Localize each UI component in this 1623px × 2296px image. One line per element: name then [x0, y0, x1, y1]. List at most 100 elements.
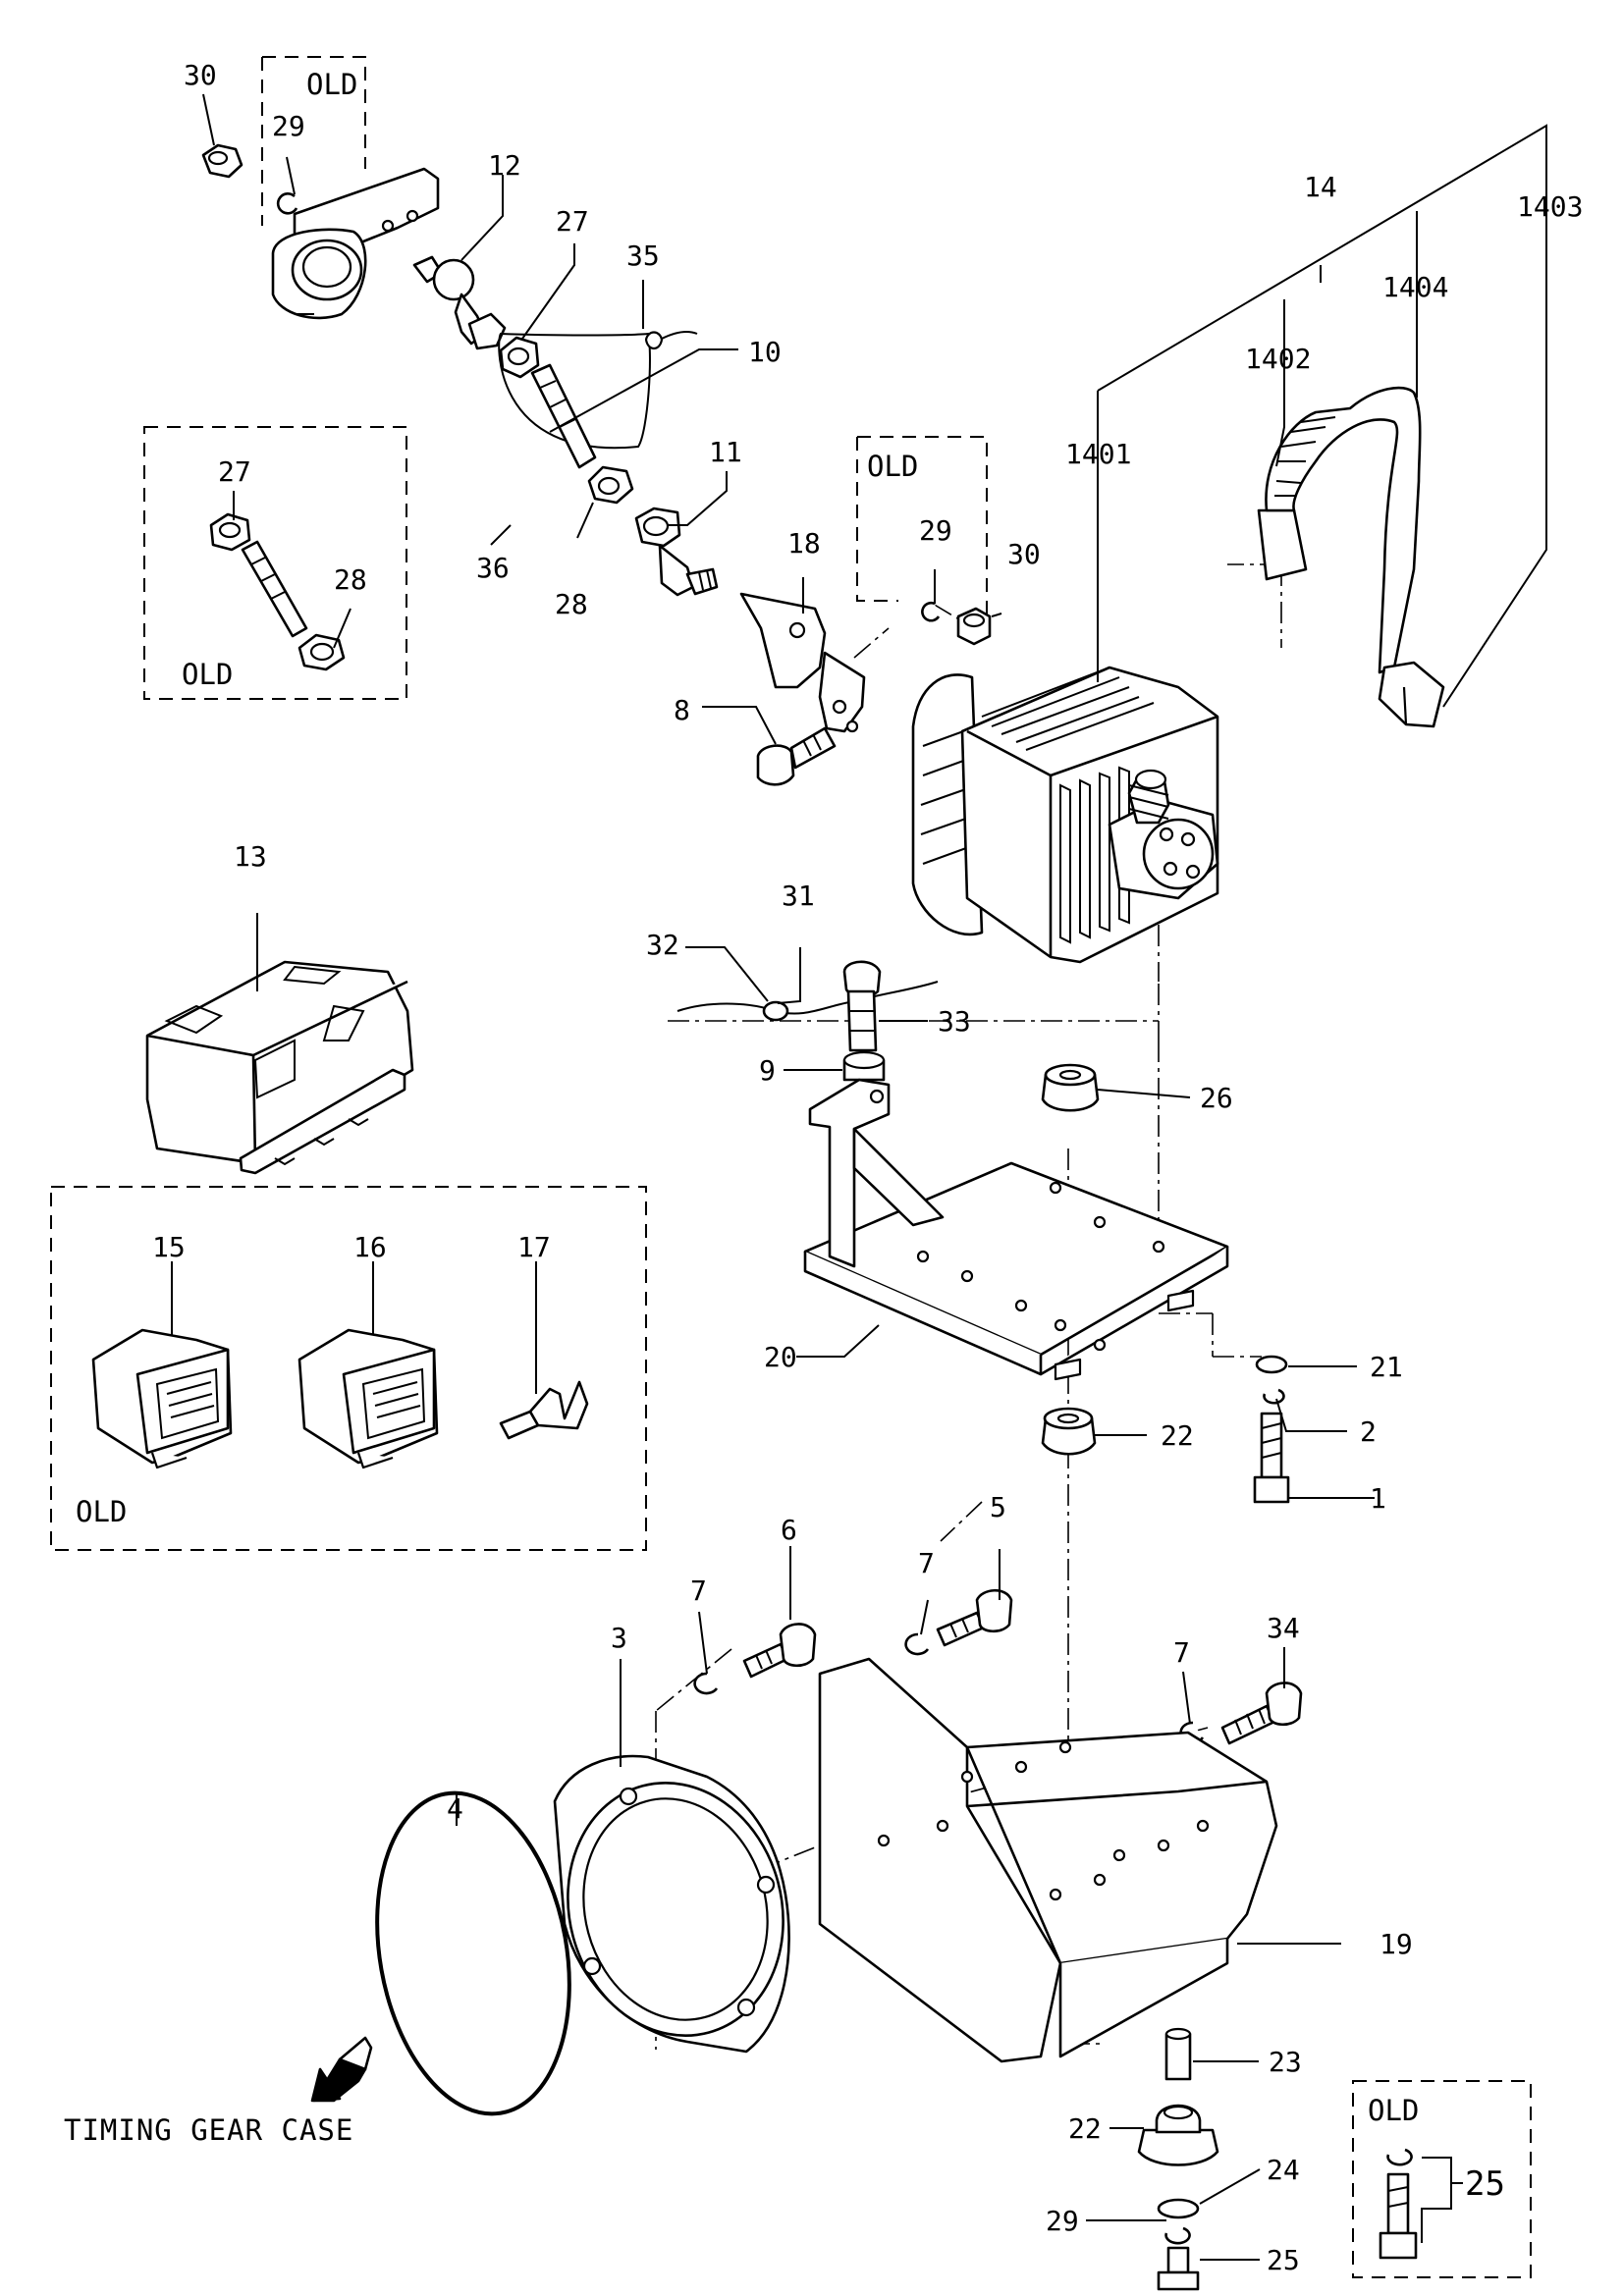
washer-7-left [693, 1672, 719, 1695]
old-box-clip [856, 436, 988, 628]
grommet-22-lower [1137, 2104, 1219, 2166]
wire-tie-35 [644, 330, 698, 350]
timing-gear-case-caption: TIMING GEAR CASE [64, 2113, 353, 2147]
connector-16 [298, 1328, 439, 1469]
label-15: 15 [152, 1231, 186, 1263]
bolt-6 [742, 1623, 817, 1679]
label-7-middle: 7 [918, 1547, 935, 1579]
label-22-upper: 22 [1161, 1419, 1194, 1452]
label-6: 6 [781, 1514, 797, 1546]
clip-29-middle [921, 602, 941, 622]
old-label-bolt: OLD [1368, 2094, 1419, 2127]
old-bolt-25 [1379, 2148, 1418, 2260]
hose-1402-1404 [1257, 386, 1445, 728]
label-20: 20 [764, 1341, 797, 1373]
old-box-connectors [50, 1186, 647, 1551]
motor-unit-14 [911, 666, 1219, 964]
old-box-bolt [1352, 2080, 1532, 2278]
clamp-bracket [271, 167, 440, 320]
label-9: 9 [759, 1054, 776, 1087]
label-5: 5 [990, 1491, 1006, 1523]
label-32: 32 [646, 929, 679, 961]
tie-rod-assembly [498, 332, 651, 505]
label-8: 8 [674, 694, 690, 726]
washer-7-middle [904, 1632, 930, 1656]
label-1: 1 [1370, 1482, 1386, 1515]
label-25-old: 25 [1465, 2164, 1505, 2204]
terminal-17 [499, 1380, 589, 1440]
old-label-tie-rod: OLD [182, 658, 233, 691]
label-29-bottom: 29 [1046, 2205, 1079, 2237]
clip-29-top [276, 192, 298, 215]
elbow-fitting-11 [634, 507, 719, 597]
label-26: 26 [1200, 1082, 1233, 1114]
label-23: 23 [1269, 2046, 1302, 2078]
label-7-left: 7 [690, 1575, 707, 1607]
bracket-19 [818, 1657, 1278, 2063]
label-35: 35 [626, 240, 660, 272]
washer-21 [1255, 1355, 1288, 1374]
label-24: 24 [1267, 2154, 1300, 2186]
label-4: 4 [447, 1792, 463, 1825]
label-28-old: 28 [334, 563, 367, 596]
label-16: 16 [353, 1231, 387, 1263]
lever-18 [739, 592, 866, 733]
arrow-icon [310, 2036, 373, 2103]
label-1404: 1404 [1382, 271, 1448, 303]
old-label-clip: OLD [867, 450, 918, 483]
label-2: 2 [1360, 1415, 1377, 1448]
nut-30-middle [956, 607, 992, 646]
label-36: 36 [476, 552, 510, 584]
old-box-tie-rod [143, 426, 407, 700]
label-30-middle: 30 [1007, 538, 1041, 570]
label-28: 28 [555, 588, 588, 620]
grommet-22-upper [1041, 1407, 1097, 1456]
washer-24 [1157, 2198, 1200, 2219]
label-13: 13 [234, 840, 267, 873]
label-18: 18 [787, 527, 821, 560]
label-17: 17 [517, 1231, 551, 1263]
old-label-connectors: OLD [76, 1495, 127, 1528]
part-labels: 30 OLD 29 12 27 35 10 14 1403 1404 1402 … [64, 59, 1583, 2276]
grommet-26 [1041, 1063, 1100, 1112]
ground-wire-31 [676, 960, 939, 1052]
bolt-25 [1157, 2246, 1200, 2291]
bolt-34 [1220, 1682, 1303, 1745]
leader-lines [171, 93, 1547, 2261]
label-27: 27 [556, 205, 589, 238]
ball-joint-12 [412, 255, 507, 350]
pin-23 [1164, 2027, 1192, 2081]
lock-washer-29-bottom [1164, 2226, 1191, 2245]
controller-13 [145, 960, 414, 1175]
label-34: 34 [1267, 1612, 1300, 1644]
label-10: 10 [748, 336, 782, 368]
label-14: 14 [1304, 171, 1337, 203]
bolt-5 [936, 1588, 1013, 1647]
label-12: 12 [488, 149, 521, 182]
label-21: 21 [1370, 1351, 1403, 1383]
nut-30-top [201, 143, 243, 179]
old-tie-rod [209, 512, 346, 671]
label-29-top: 29 [272, 110, 305, 142]
label-1401: 1401 [1065, 438, 1131, 470]
mounting-plate-20 [803, 1078, 1229, 1381]
bolt-1 [1253, 1412, 1290, 1504]
connector-15 [91, 1328, 233, 1469]
label-7-right: 7 [1173, 1636, 1190, 1669]
label-22-lower: 22 [1068, 2112, 1102, 2145]
o-ring-4 [375, 1790, 571, 2116]
label-30-top: 30 [184, 59, 217, 91]
label-1402: 1402 [1245, 343, 1311, 375]
old-box-top-left [261, 56, 366, 226]
label-25: 25 [1267, 2244, 1300, 2276]
spacer-9 [842, 1050, 886, 1082]
flange-3 [553, 1754, 790, 2054]
label-31: 31 [782, 880, 815, 912]
label-29-middle: 29 [919, 514, 952, 547]
old-label-top-left: OLD [306, 68, 357, 101]
label-1403: 1403 [1517, 190, 1583, 223]
bolt-8 [756, 726, 837, 786]
label-3: 3 [611, 1622, 627, 1654]
label-11: 11 [709, 436, 742, 468]
